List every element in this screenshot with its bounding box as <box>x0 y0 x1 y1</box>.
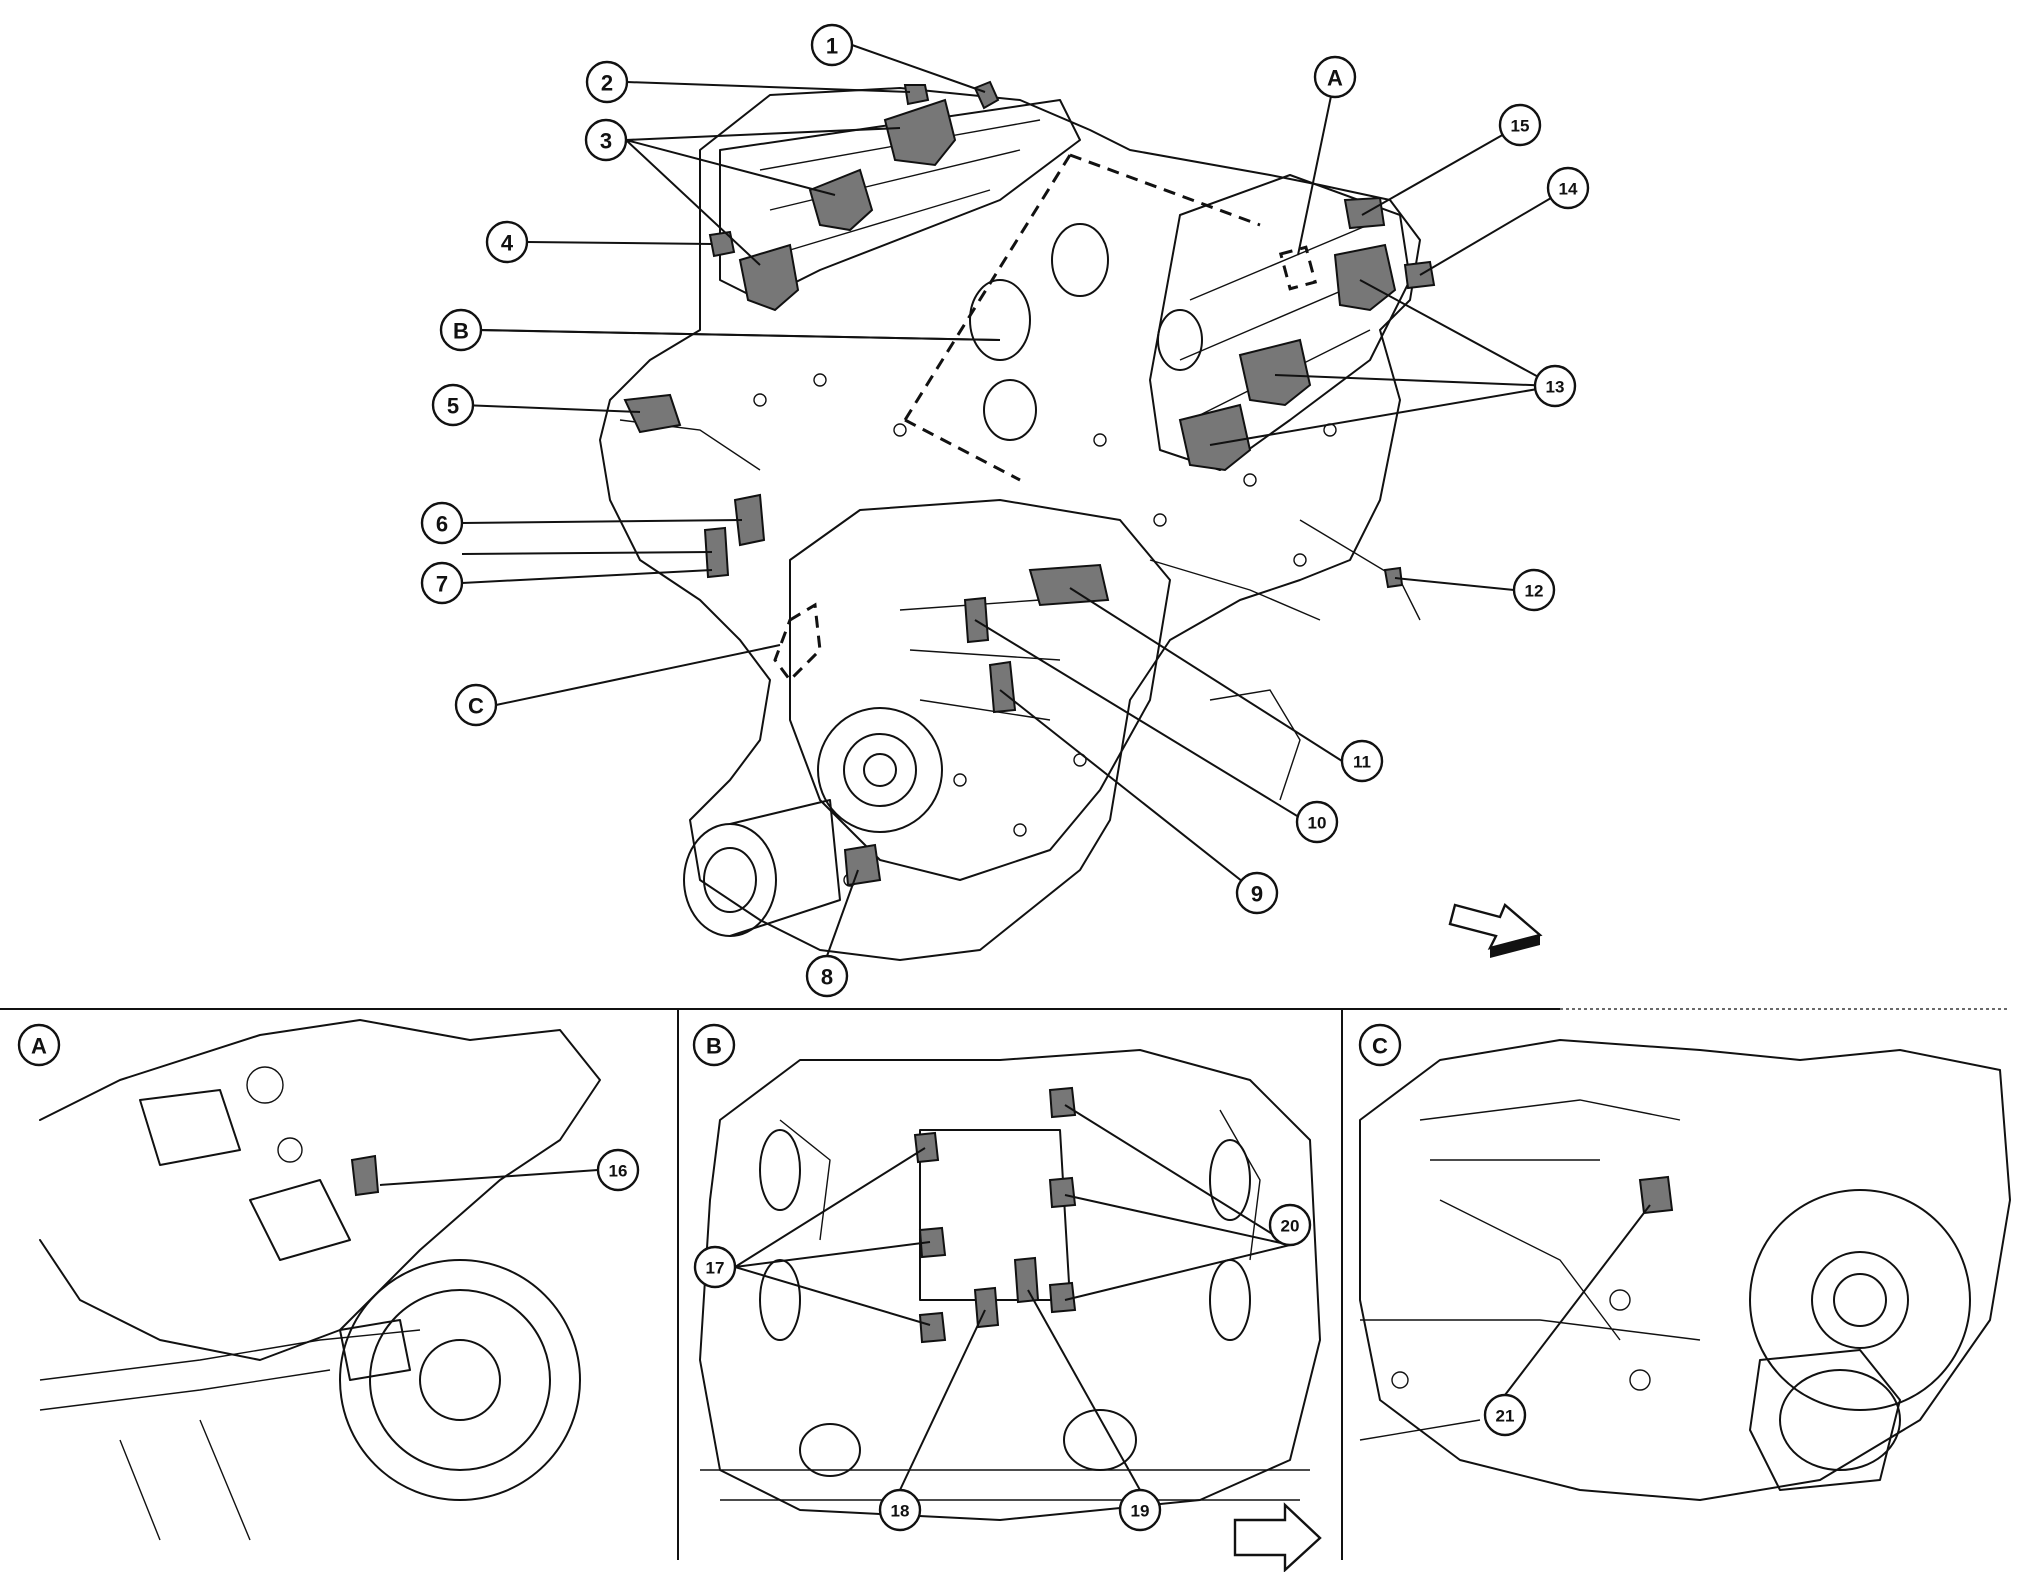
engine-outline <box>599 87 1421 961</box>
callout-13: 13 <box>1533 364 1577 408</box>
svg-text:13: 13 <box>1546 378 1565 397</box>
detail-panels-frame <box>0 1008 2010 1560</box>
svg-text:19: 19 <box>1131 1502 1150 1521</box>
svg-text:21: 21 <box>1496 1407 1515 1426</box>
callout-15: 15 <box>1498 103 1542 147</box>
svg-text:7: 7 <box>436 572 448 597</box>
callout-20: 20 <box>1268 1203 1312 1247</box>
svg-text:18: 18 <box>891 1502 910 1521</box>
leader-lines <box>461 44 1569 957</box>
panel-c-letter: C <box>1358 1023 1402 1067</box>
panel-a: A 16 <box>17 1019 640 1541</box>
callout-16: 16 <box>596 1148 640 1192</box>
svg-text:9: 9 <box>1251 882 1263 907</box>
svg-text:B: B <box>453 319 469 344</box>
svg-text:4: 4 <box>501 231 514 256</box>
callout-17: 17 <box>693 1245 737 1289</box>
engine-main-view: 1 2 3 4 5 6 7 8 9 10 11 12 13 14 15 A B … <box>420 23 1590 998</box>
callout-6: 6 <box>420 501 464 545</box>
svg-text:C: C <box>1372 1034 1388 1059</box>
callout-2: 2 <box>585 60 629 104</box>
svg-text:C: C <box>468 694 484 719</box>
view-c-boundary <box>773 602 822 683</box>
front-arrow-outline-icon <box>1233 1502 1322 1572</box>
callout-12: 12 <box>1512 568 1556 612</box>
callout-5: 5 <box>431 383 475 427</box>
callout-10: 10 <box>1295 800 1339 844</box>
panel-c: C 21 <box>1358 1023 2011 1501</box>
svg-text:6: 6 <box>436 512 448 537</box>
callout-7: 7 <box>420 561 464 605</box>
svg-text:12: 12 <box>1525 582 1544 601</box>
svg-text:8: 8 <box>821 965 833 990</box>
svg-text:20: 20 <box>1281 1217 1300 1236</box>
panel-b: B 17 18 19 20 <box>692 1023 1322 1572</box>
view-marker-b: B <box>439 308 483 352</box>
svg-text:11: 11 <box>1353 753 1371 772</box>
svg-text:16: 16 <box>609 1162 628 1181</box>
callout-18: 18 <box>878 1488 922 1532</box>
view-a-boundary <box>1278 245 1318 291</box>
svg-text:A: A <box>31 1034 47 1059</box>
view-marker-c: C <box>454 683 498 727</box>
callout-4: 4 <box>485 220 529 264</box>
svg-text:1: 1 <box>826 34 838 59</box>
svg-text:A: A <box>1327 66 1343 91</box>
view-b-boundary <box>903 153 1261 482</box>
svg-text:15: 15 <box>1511 117 1530 136</box>
svg-text:5: 5 <box>447 394 459 419</box>
callout-21: 21 <box>1483 1393 1527 1437</box>
callout-11: 11 <box>1340 739 1384 783</box>
callout-9: 9 <box>1235 871 1279 915</box>
panel-b-letter: B <box>692 1023 736 1067</box>
callout-19: 19 <box>1118 1488 1162 1532</box>
svg-text:10: 10 <box>1308 814 1327 833</box>
callout-3: 3 <box>584 118 628 162</box>
callout-8: 8 <box>805 954 849 998</box>
panel-a-letter: A <box>17 1023 61 1067</box>
svg-text:B: B <box>706 1034 722 1059</box>
engine-front-arrow-icon <box>1448 903 1543 958</box>
svg-text:3: 3 <box>600 129 612 154</box>
shaded-parts <box>623 80 1436 887</box>
callout-1: 1 <box>810 23 854 67</box>
svg-text:14: 14 <box>1559 180 1578 199</box>
view-marker-a: A <box>1313 55 1357 99</box>
callout-14: 14 <box>1546 166 1590 210</box>
svg-text:2: 2 <box>601 71 613 96</box>
svg-text:17: 17 <box>706 1259 725 1278</box>
